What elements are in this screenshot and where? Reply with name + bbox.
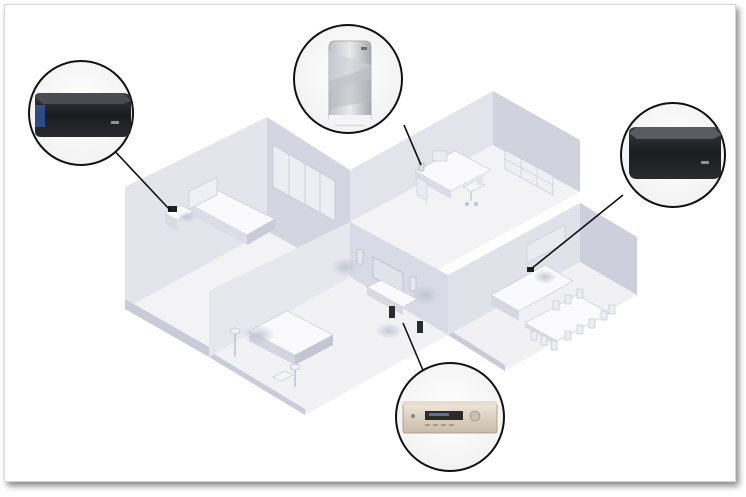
callout-living-receiver (395, 362, 505, 472)
callout-lines (108, 124, 624, 376)
av-receiver-icon (402, 401, 498, 434)
image-frame (4, 4, 736, 482)
room-living (209, 222, 448, 415)
wide-speaker-icon (629, 127, 721, 179)
callout-kitchen-speaker (620, 102, 726, 208)
room-study (350, 91, 580, 271)
tall-speaker-icon (328, 40, 372, 126)
house-illustration (28, 24, 726, 472)
room-bedroom (125, 117, 350, 357)
wide-speaker-icon (35, 93, 131, 137)
callout-study-speaker (293, 24, 403, 134)
callout-bedroom-speaker (28, 60, 134, 166)
room-kitchen (448, 203, 637, 371)
